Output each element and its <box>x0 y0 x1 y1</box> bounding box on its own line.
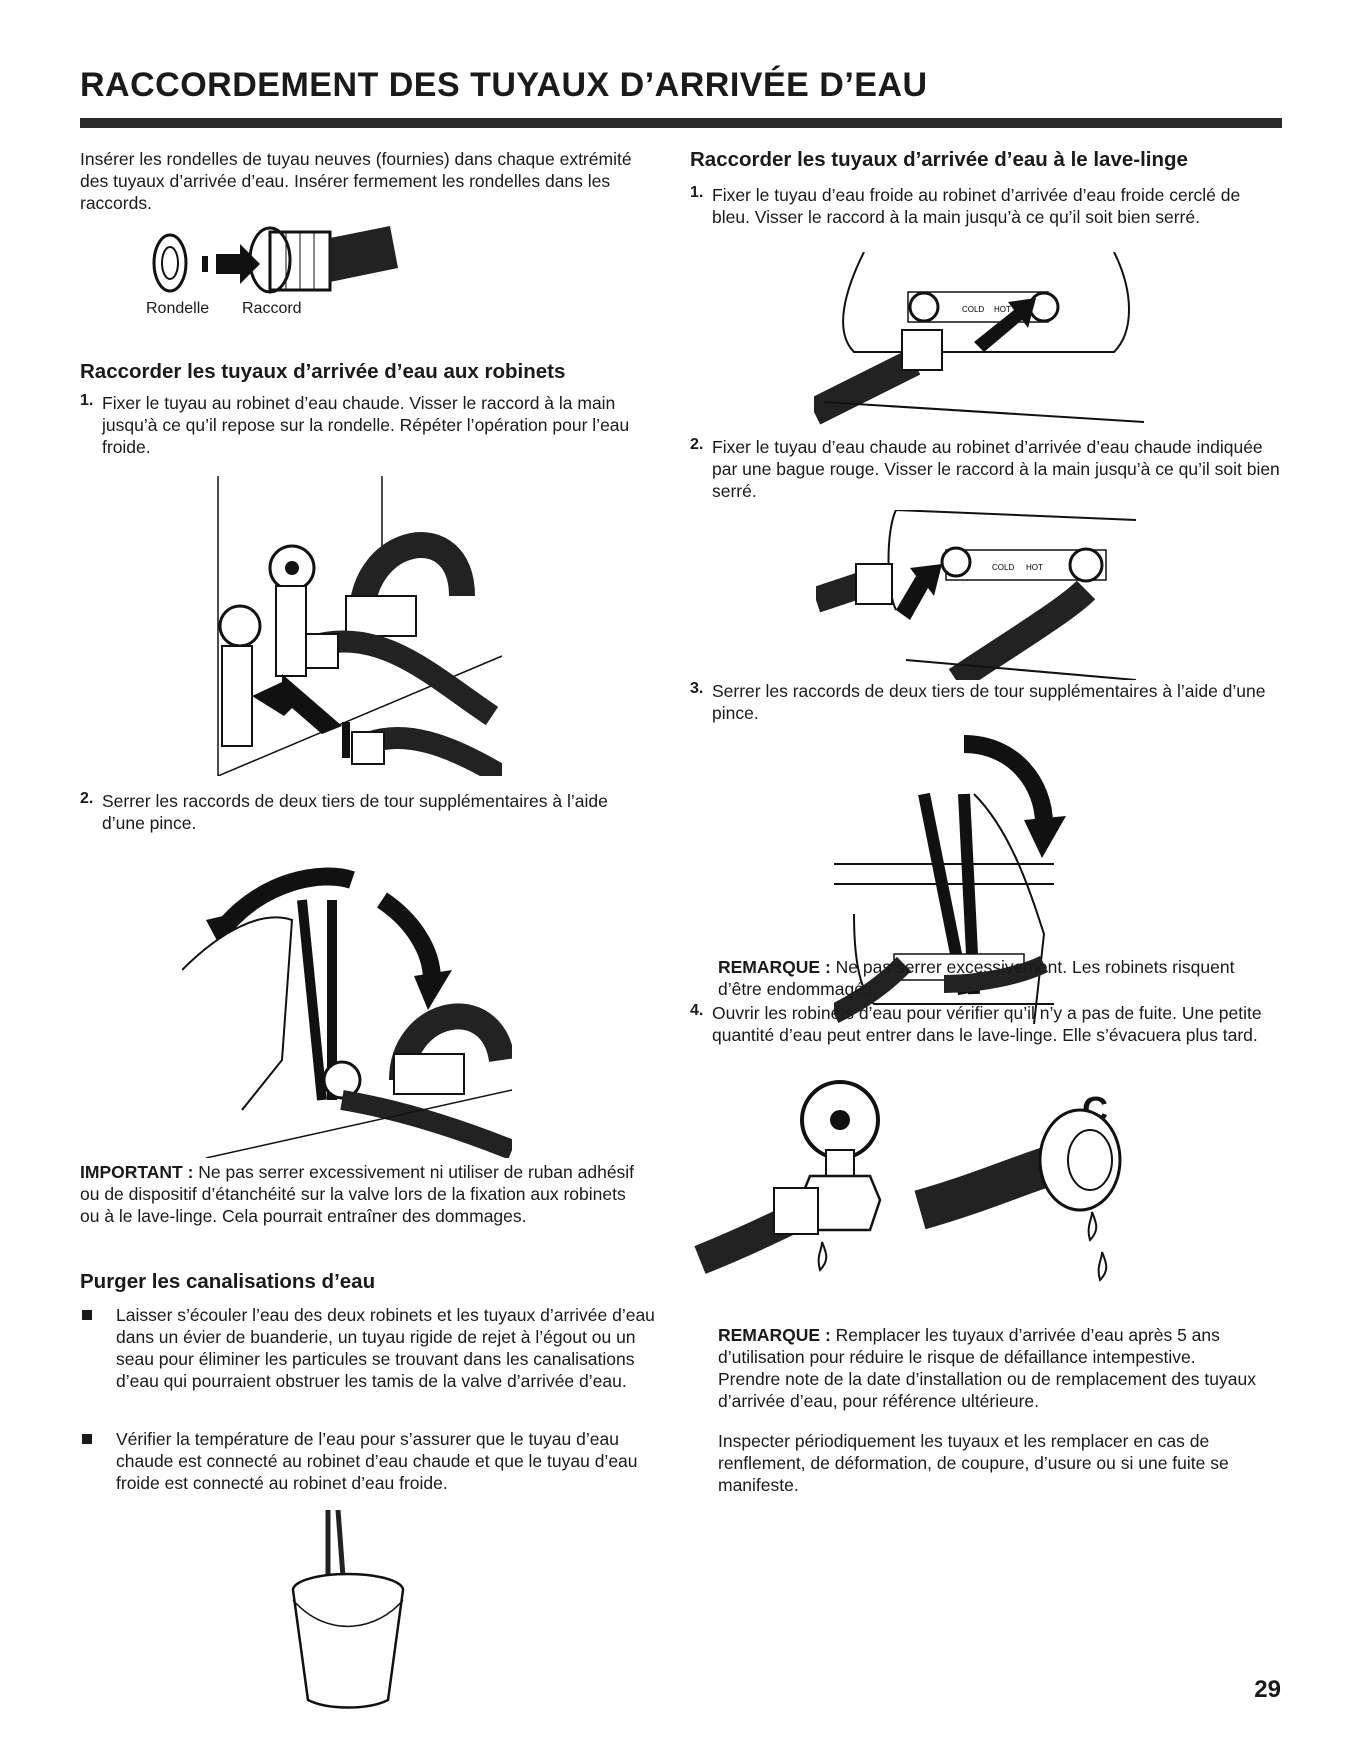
section-heading-washer: Raccorder les tuyaux d’arrivée d’eau à l… <box>690 148 1188 171</box>
step-text: Serrer les raccords de deux tiers de tou… <box>712 681 1266 723</box>
purge-bullet-1: Laisser s’écouler l’eau des deux robinet… <box>80 1304 656 1392</box>
leak-check-figure: C <box>690 1080 1250 1290</box>
step-text: Fixer le tuyau au robinet d’eau chaude. … <box>102 393 630 457</box>
pliers-faucet-illustration <box>181 867 516 1160</box>
section-heading-faucets: Raccorder les tuyaux d’arrivée d’eau aux… <box>80 360 566 383</box>
important-label: IMPORTANT : <box>80 1162 194 1182</box>
inlet-hot-label: HOT <box>994 305 1011 314</box>
step-text: Fixer le tuyau d’eau chaude au robinet d… <box>712 437 1280 501</box>
right-step-3: 3. Serrer les raccords de deux tiers de … <box>690 680 1282 724</box>
note-label: REMARQUE : <box>718 1325 831 1345</box>
bullet-text: Laisser s’écouler l’eau des deux robinet… <box>116 1305 655 1391</box>
title-rule <box>80 118 1282 128</box>
bucket-figure <box>288 1509 418 1710</box>
label-rondelle: Rondelle <box>146 300 210 317</box>
right-step-1: 1. Fixer le tuyau d’eau froide au robine… <box>690 184 1282 228</box>
inlet-cold-label: COLD <box>992 563 1014 572</box>
inlet-hot-label: HOT <box>1026 563 1043 572</box>
pliers-inlet-illustration <box>829 735 1066 1025</box>
note-text: Remplacer les tuyaux d’arrivée d’eau apr… <box>718 1325 1256 1411</box>
label-raccord: Raccord <box>242 300 302 317</box>
washer-figure: Rondelle Raccord <box>140 218 480 318</box>
step-text: Fixer le tuyau d’eau froide au robinet d… <box>712 185 1241 227</box>
faucet-hose-illustration <box>217 476 508 786</box>
note-replace-hoses: REMARQUE : Remplacer les tuyaux d’arrivé… <box>718 1324 1258 1412</box>
pliers-faucet-figure <box>181 860 516 1160</box>
faucet-hose-figure <box>212 476 508 786</box>
bullet-square-icon <box>82 1434 92 1444</box>
step-number: 2. <box>690 436 704 453</box>
step-number: 1. <box>690 184 704 201</box>
left-step-2: 2. Serrer les raccords de deux tiers de … <box>80 790 622 834</box>
note-overtighten: REMARQUE : Ne pas serrer excessivement. … <box>718 956 1258 1000</box>
page-title: RACCORDEMENT DES TUYAUX D’ARRIVÉE D’EAU <box>80 66 928 104</box>
section-heading-purge: Purger les canalisations d’eau <box>80 1270 376 1293</box>
pliers-inlet-figure <box>829 734 1124 1034</box>
left-step-1: 1. Fixer le tuyau au robinet d’eau chaud… <box>80 392 642 458</box>
step-text: Ouvrir les robinets d’eau pour vérifier … <box>712 1003 1262 1045</box>
inlet-cold-label: COLD <box>962 305 984 314</box>
bucket-illustration <box>291 1509 405 1709</box>
leak-check-illustration: C <box>694 1080 1122 1282</box>
page-number: 29 <box>1254 1676 1281 1703</box>
hot-inlet-illustration: COLD HOT <box>811 509 1137 691</box>
step-number: 1. <box>80 392 94 409</box>
washer-fitting-illustration <box>152 226 398 294</box>
step-number: 3. <box>690 680 704 697</box>
right-step-4: 4. Ouvrir les robinets d’eau pour vérifi… <box>690 1002 1282 1046</box>
cold-inlet-illustration: COLD HOT <box>807 251 1145 425</box>
important-text: Ne pas serrer excessivement ni utiliser … <box>80 1162 635 1226</box>
closing-paragraph: Inspecter périodiquement les tuyaux et l… <box>718 1431 1229 1495</box>
intro-paragraph: Insérer les rondelles de tuyau neuves (f… <box>80 149 632 213</box>
note-label: REMARQUE : <box>718 957 831 977</box>
hot-inlet-figure: COLD HOT <box>811 509 1156 691</box>
cold-inlet-figure: COLD HOT <box>807 251 1154 432</box>
step-number: 4. <box>690 1002 704 1019</box>
step-text: Serrer les raccords de deux tiers de tou… <box>102 791 608 833</box>
bullet-square-icon <box>82 1310 92 1320</box>
important-note: IMPORTANT : Ne pas serrer excessivement … <box>80 1161 640 1227</box>
purge-bullet-2: Vérifier la température de l’eau pour s’… <box>80 1428 656 1494</box>
note-text: Ne pas serrer excessivement. Les robinet… <box>718 957 1235 999</box>
step-number: 2. <box>80 790 94 807</box>
bullet-text: Vérifier la température de l’eau pour s’… <box>116 1429 638 1493</box>
right-step-2: 2. Fixer le tuyau d’eau chaude au robine… <box>690 436 1282 502</box>
